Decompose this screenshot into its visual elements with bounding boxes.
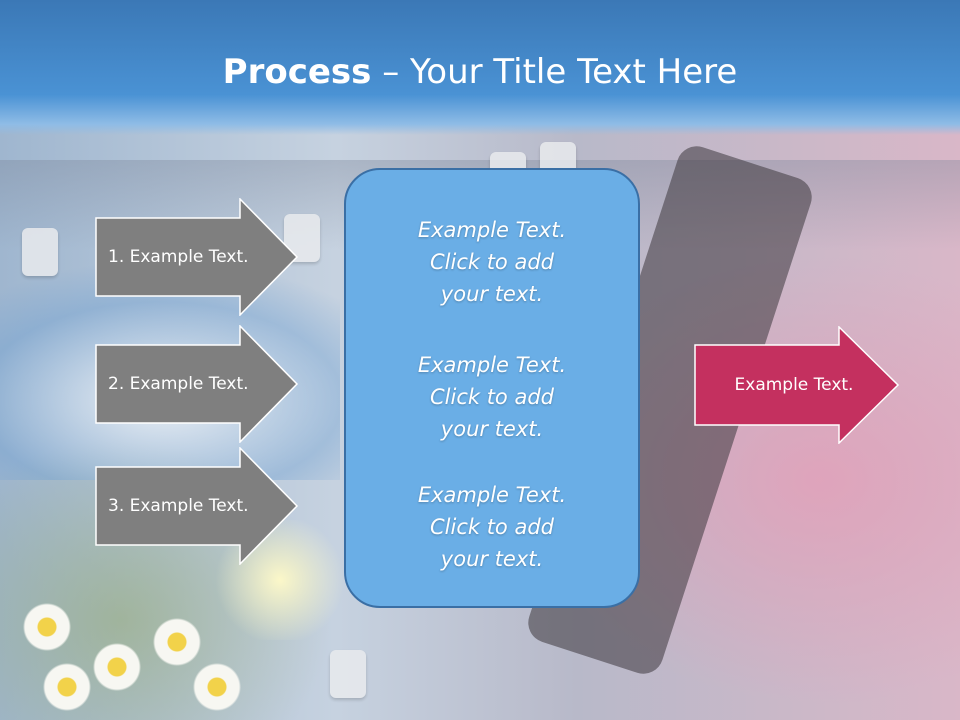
daisy-flower — [20, 600, 74, 654]
zipper-tooth — [22, 228, 58, 276]
step-arrow-label: 1. Example Text. — [108, 247, 249, 267]
daisy-flower — [90, 640, 144, 694]
paragraph-line: Click to add — [429, 250, 554, 274]
zipper-tooth — [330, 650, 366, 698]
center-text-box[interactable]: Example Text. Click to add your text. Ex… — [344, 168, 640, 608]
center-paragraph-3: Example Text. Click to add your text. — [346, 479, 638, 575]
result-arrow-label: Example Text. — [734, 375, 854, 395]
paragraph-line: your text. — [440, 282, 544, 306]
arrow-shape — [95, 447, 299, 565]
paragraph-line: your text. — [440, 547, 544, 571]
center-paragraph-2: Example Text. Click to add your text. — [346, 349, 638, 445]
arrow-shape — [694, 326, 900, 444]
title-rest: Your Title Text Here — [410, 52, 738, 92]
step-arrow-1[interactable]: 1. Example Text. — [95, 198, 299, 316]
step-arrow-label: 3. Example Text. — [108, 496, 249, 516]
paragraph-line: Example Text. — [417, 483, 567, 507]
title-dash: – — [371, 52, 411, 92]
paragraph-line: Click to add — [429, 515, 554, 539]
paragraph-line: Example Text. — [417, 218, 567, 242]
center-paragraph-1: Example Text. Click to add your text. — [346, 214, 638, 310]
step-arrow-3[interactable]: 3. Example Text. — [95, 447, 299, 565]
arrow-shape — [95, 198, 299, 316]
header-bar — [0, 0, 960, 135]
daisy-flower — [190, 660, 244, 714]
paragraph-line: your text. — [440, 417, 544, 441]
paragraph-line: Click to add — [429, 385, 554, 409]
result-arrow[interactable]: Example Text. — [694, 326, 900, 444]
step-arrow-2[interactable]: 2. Example Text. — [95, 325, 299, 443]
daisy-flower — [40, 660, 94, 714]
arrow-shape — [95, 325, 299, 443]
title-bold: Process — [222, 52, 372, 92]
slide-title[interactable]: Process – Your Title Text Here — [0, 52, 960, 92]
daisy-flower — [150, 615, 204, 669]
paragraph-line: Example Text. — [417, 353, 567, 377]
step-arrow-label: 2. Example Text. — [108, 374, 249, 394]
